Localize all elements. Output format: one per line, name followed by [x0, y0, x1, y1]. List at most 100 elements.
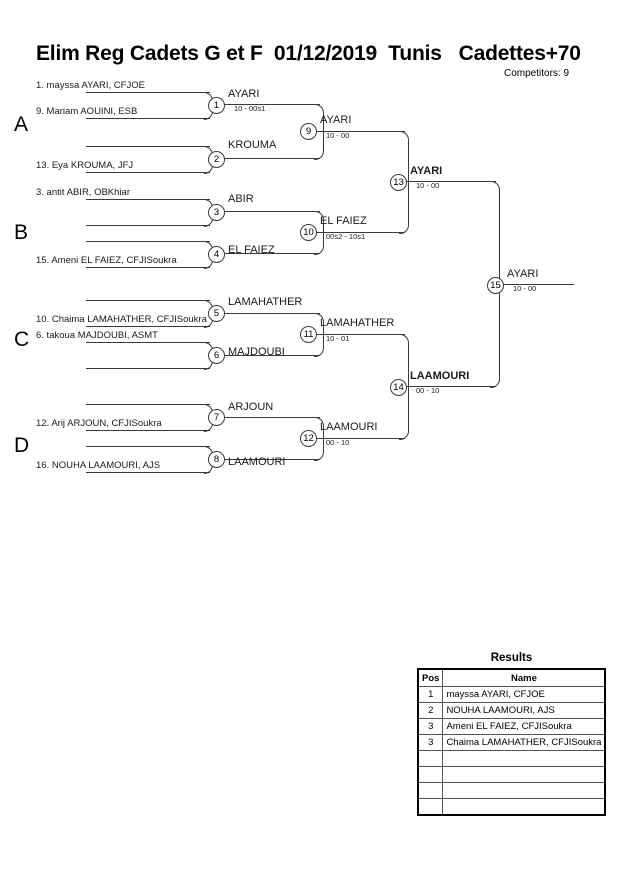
- r1-m7-top-line: [86, 404, 210, 405]
- r3-m14-winner: LAAMOURI: [410, 370, 470, 382]
- results-row-pos: [417, 750, 444, 767]
- results-row-name: NOUHA LAAMOURI, AJS: [442, 702, 606, 719]
- results-row-name: [442, 798, 606, 816]
- results-row-name: Chaima LAMAHATHER, CFJISoukra: [442, 734, 606, 751]
- r1-m4-top-line: [86, 241, 210, 242]
- results-row-pos: [417, 782, 444, 799]
- results-row-pos: [417, 798, 444, 816]
- match-node-11[interactable]: 11: [300, 326, 317, 343]
- r1-m8-top-line: [86, 446, 210, 447]
- final-winner-line: [502, 284, 574, 285]
- results-header-row: Pos Name: [417, 668, 606, 687]
- results-row-name: [442, 782, 606, 799]
- r1-m5-bottom-entrant: 10. Chaima LAMAHATHER, CFJISoukra: [36, 314, 207, 325]
- r1-m8-bottom-line: [86, 472, 210, 473]
- r3-m13-score: 10 - 00: [416, 181, 440, 190]
- r2-m9-winner-line: [315, 131, 405, 132]
- results-col-pos: Pos: [417, 668, 444, 687]
- match-node-1[interactable]: 1: [208, 97, 225, 114]
- page-title: Elim Reg Cadets G et F 01/12/2019 Tunis …: [36, 42, 581, 65]
- r1-m2-bottom-entrant: 13. Eya KROUMA, JFJ: [36, 160, 134, 171]
- section-label-b: B: [14, 221, 29, 244]
- r1-m1-top-line: [86, 92, 210, 93]
- r1-m6-winner-line: [223, 355, 320, 356]
- results-title: Results: [490, 652, 533, 664]
- r1-m3-winner-line: [223, 211, 320, 212]
- r1-m7-winner: ARJOUN: [228, 401, 274, 413]
- r2-m10-winner: EL FAIEZ: [320, 215, 367, 227]
- r3-m13-winner-line: [405, 181, 496, 182]
- results-row-name: mayssa AYARI, CFJOE: [442, 686, 606, 703]
- results-row-name: [442, 766, 606, 783]
- r1-m1-score: 10 - 00s1: [234, 104, 266, 113]
- results-row-name: Ameni EL FAIEZ, CFJISoukra: [442, 718, 606, 735]
- r1-m5-top-line: [86, 300, 210, 301]
- r2-m12-score: 00 - 10: [326, 438, 350, 447]
- r2-m11-score: 10 - 01: [326, 334, 350, 343]
- results-row-name: [442, 750, 606, 767]
- r1-m1-bottom-entrant: 9. Mariam AOUINI, ESB: [36, 106, 138, 117]
- r1-m2-top-line: [86, 146, 210, 147]
- section-label-d: D: [14, 434, 30, 457]
- match-node-12[interactable]: 12: [300, 430, 317, 447]
- r1-m5-winner: LAMAHATHER: [228, 296, 303, 308]
- match-node-15[interactable]: 15: [487, 277, 504, 294]
- match-node-8[interactable]: 8: [208, 451, 225, 468]
- r1-m8-bottom-entrant: 16. NOUHA LAAMOURI, AJS: [36, 460, 161, 471]
- results-col-name: Name: [442, 668, 606, 687]
- match-node-7[interactable]: 7: [208, 409, 225, 426]
- final-winner: AYARI: [507, 268, 539, 280]
- r2-m9-score: 10 - 00: [326, 131, 350, 140]
- r3-m14-score: 00 - 10: [416, 386, 440, 395]
- r1-m8-winner-line: [223, 459, 320, 460]
- r1-m3-bottom-line: [86, 225, 210, 226]
- competitors-count: Competitors: 9: [504, 68, 570, 79]
- section-label-c: C: [14, 328, 30, 351]
- r1-m3-winner: ABIR: [228, 193, 254, 205]
- results-row: [417, 750, 606, 767]
- match-node-6[interactable]: 6: [208, 347, 225, 364]
- final-score: 10 - 00: [513, 284, 537, 293]
- r3-m14-winner-line: [405, 386, 496, 387]
- r2-m11-winner: LAMAHATHER: [320, 317, 395, 329]
- r2-m12-winner: LAAMOURI: [320, 421, 378, 433]
- r1-m8-winner: LAAMOURI: [228, 456, 286, 468]
- r1-m4-winner-line: [223, 253, 320, 254]
- r1-m4-winner: EL FAIEZ: [228, 244, 275, 256]
- results-row: [417, 766, 606, 783]
- r1-m2-winner-line: [223, 158, 320, 159]
- results-row-pos: 3: [417, 734, 444, 751]
- r2-m12-winner-line: [315, 438, 405, 439]
- r1-m1-top-entrant: 1. mayssa AYARI, CFJOE: [36, 80, 145, 91]
- r2-m11-winner-line: [315, 334, 405, 335]
- match-node-14[interactable]: 14: [390, 379, 407, 396]
- match-node-2[interactable]: 2: [208, 151, 225, 168]
- match-node-4[interactable]: 4: [208, 246, 225, 263]
- results-row-pos: 2: [417, 702, 444, 719]
- r1-m6-top-entrant: 6. takoua MAJDOUBI, ASMT: [36, 330, 158, 341]
- r1-m7-bottom-line: [86, 430, 210, 431]
- r1-m5-winner-line: [223, 313, 320, 314]
- r1-m2-bottom-line: [86, 172, 210, 173]
- r1-m4-bottom-line: [86, 267, 210, 268]
- r1-m1-winner-line: [223, 104, 320, 105]
- match-node-10[interactable]: 10: [300, 224, 317, 241]
- match-node-5[interactable]: 5: [208, 305, 225, 322]
- r1-m1-bottom-line: [86, 118, 210, 119]
- section-label-a: A: [14, 113, 29, 136]
- results-row: [417, 782, 606, 799]
- r1-m1-winner: AYARI: [228, 88, 260, 100]
- r1-m6-bottom-line: [86, 368, 210, 369]
- r1-m7-winner-line: [223, 417, 320, 418]
- match-node-13[interactable]: 13: [390, 174, 407, 191]
- match-node-9[interactable]: 9: [300, 123, 317, 140]
- match-node-3[interactable]: 3: [208, 204, 225, 221]
- r1-m6-top-line: [86, 342, 210, 343]
